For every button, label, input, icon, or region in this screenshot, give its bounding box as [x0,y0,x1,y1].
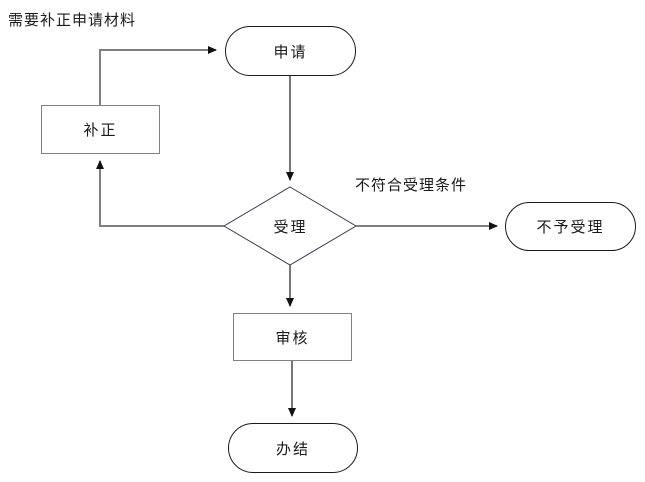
node-supplement-label: 补正 [83,122,118,139]
edge-label-not-meeting-conditions: 不符合受理条件 [355,177,468,194]
edge-supplement-to-apply [99,46,217,105]
node-reject[interactable]: 不予受理 [505,202,636,251]
node-complete-label: 办结 [275,440,310,458]
node-accept[interactable]: 受理 [225,205,356,247]
node-supplement[interactable]: 补正 [41,105,160,154]
node-review-label: 审核 [275,329,310,347]
node-review[interactable]: 审核 [233,313,352,361]
edge-accept-to-supplement [96,160,224,227]
node-accept-label: 受理 [273,218,308,236]
node-reject-label: 不予受理 [536,219,605,236]
edge-label-need-supplement: 需要补正申请材料 [8,12,137,29]
node-complete[interactable]: 办结 [228,423,358,473]
node-apply[interactable]: 申请 [225,26,356,76]
node-apply-label: 申请 [273,43,308,61]
